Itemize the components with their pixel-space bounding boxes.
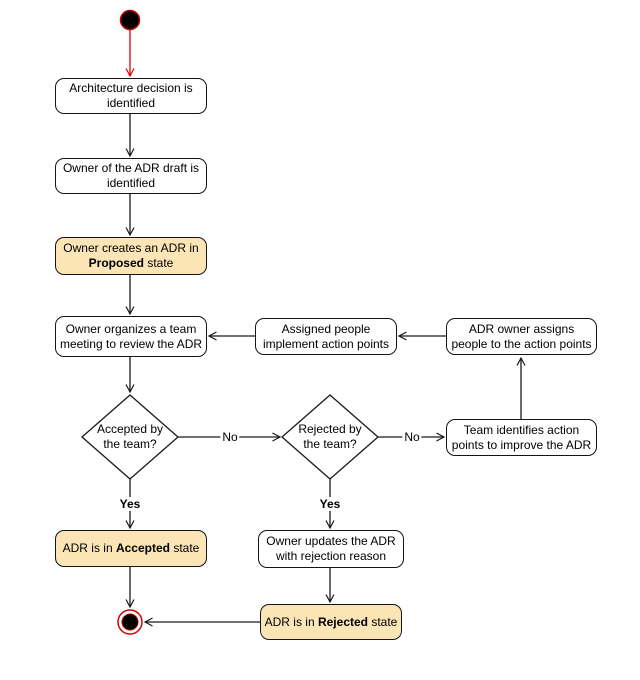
node-label: implement action points [262,336,390,351]
decision-label-rejected: Rejected by the team? [282,422,378,452]
node-label: the team? [303,437,357,451]
node-label: ADR is in [62,541,116,555]
node-label: Owner updates the ADR [266,534,396,548]
decision-diamond-accepted [81,394,179,480]
start-node [119,9,141,31]
node-label: ADR is in [264,614,318,629]
node-label: Team identifies action [463,422,580,437]
node-identify-action-points: Team identifies action points to improve… [446,419,597,456]
node-adr-rejected-state: ADR is in Rejected state [260,604,402,640]
node-identify-decision: Architecture decision is identified [55,78,207,114]
node-update-adr: Owner updates the ADR with rejection rea… [258,530,404,568]
node-label-bold: Accepted [115,541,170,555]
node-adr-accepted-state: ADR is in Accepted state [55,530,207,567]
node-label: Owner organizes a team [65,321,197,336]
node-label: Owner creates an ADR in [63,241,199,255]
node-label: state [368,614,398,629]
end-node [121,613,139,631]
node-label: points to improve the ADR [451,437,592,452]
node-label: Owner of the ADR draft is [62,161,200,175]
node-label: the team? [103,437,157,451]
node-label: state [170,541,200,555]
node-label: with rejection reason [275,549,387,563]
decision-diamond-rejected [281,394,379,480]
node-create-adr-proposed-state: Owner creates an ADR in Proposed state [55,237,207,275]
node-label: Assigned people [281,321,371,336]
edge-label-no-rejected: No [402,430,422,444]
node-label-bold: Rejected [317,614,368,629]
node-label: Architecture decision is [69,81,193,95]
node-label-bold: Proposed [88,256,144,270]
node-label: ADR owner assigns [468,321,575,336]
decision-label-accepted: Accepted by the team? [82,422,178,452]
edge-label-no-accepted: No [220,430,240,444]
node-implement-action-points: Assigned people implement action points [255,318,397,355]
edge-label-yes-rejected: Yes [317,497,343,511]
node-label: people to the action points [451,336,592,351]
node-label: identified [106,176,156,190]
node-label: Rejected by [298,422,362,436]
node-label: identified [106,96,156,110]
node-label: Accepted by [96,422,164,436]
node-assign-people: ADR owner assigns people to the action p… [446,318,597,355]
node-label: state [143,256,174,270]
node-organize-meeting: Owner organizes a team meeting to review… [55,316,207,357]
node-identify-owner: Owner of the ADR draft is identified [55,158,207,194]
node-label: meeting to review the ADR [59,336,203,351]
edge-label-yes-accepted: Yes [117,497,143,511]
